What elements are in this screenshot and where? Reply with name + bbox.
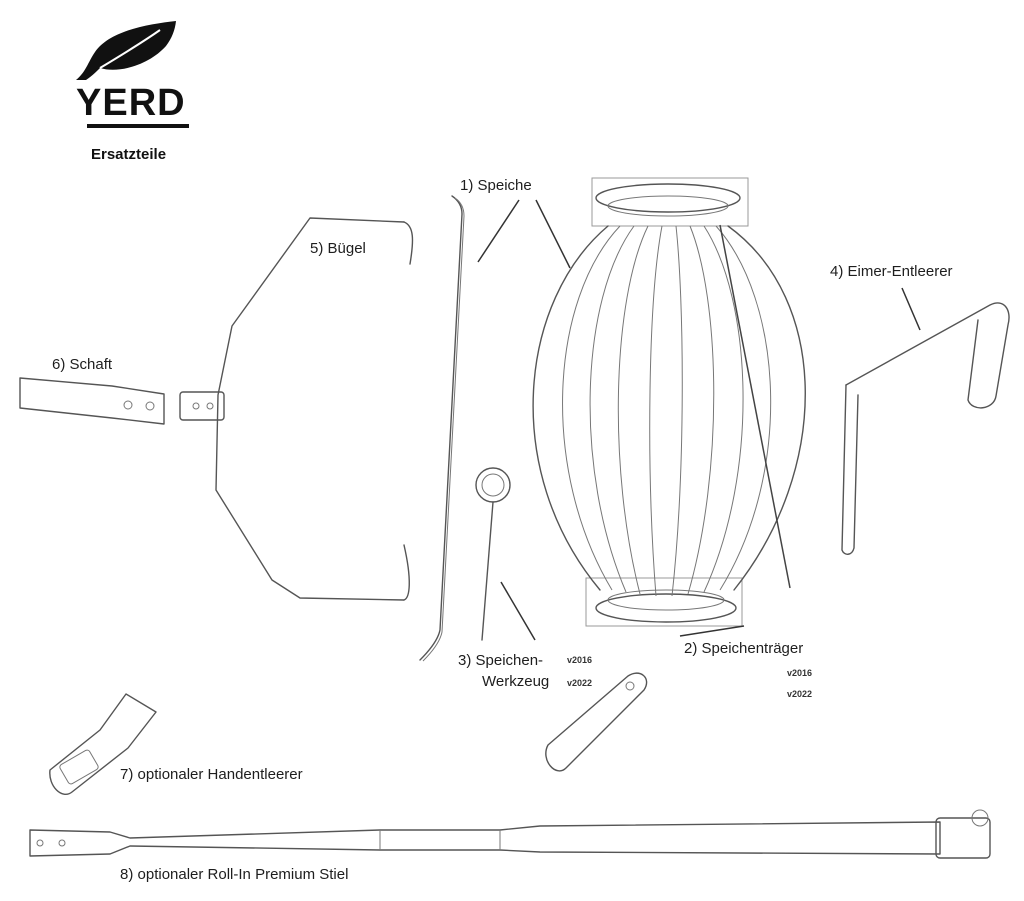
version-carrier-v2016: v2016	[787, 668, 813, 678]
bracket-part	[179, 217, 414, 601]
label-schaft: 6) Schaft	[52, 356, 113, 373]
spoke-tool-v2022-part	[545, 672, 648, 772]
leaf-icon	[76, 21, 176, 80]
label-speichentraeger: 2) Speichenträger	[684, 640, 804, 657]
basket-part	[532, 177, 806, 627]
logo-underline	[87, 124, 189, 128]
label-speiche: 1) Speiche	[460, 177, 532, 194]
label-speichen-werkzeug-1: 3) Speichen-	[458, 652, 544, 669]
shaft-part	[19, 377, 165, 425]
spoke-tool-part	[475, 467, 511, 641]
version-tool-v2022: v2022	[567, 678, 593, 688]
roll-in-handle-part	[29, 809, 991, 859]
label-handentleerer: 7) optionaler Handentleerer	[120, 766, 303, 783]
version-tool-v2016: v2016	[567, 655, 593, 665]
label-eimer-entleerer: 4) Eimer-Entleerer	[830, 263, 953, 280]
hand-emptier-part	[49, 693, 157, 795]
label-buegel: 5) Bügel	[310, 240, 366, 257]
version-carrier-v2022: v2022	[787, 689, 813, 699]
label-roll-in-stiel: 8) optionaler Roll-In Premium Stiel	[120, 866, 349, 883]
label-speichen-werkzeug-2: Werkzeug	[482, 673, 550, 690]
spoke-part	[419, 195, 465, 662]
brand-logo: YERD	[76, 82, 186, 124]
leader-lines	[477, 199, 921, 641]
bucket-emptier-part	[841, 302, 1010, 555]
brand-subtitle: Ersatzteile	[91, 146, 167, 163]
